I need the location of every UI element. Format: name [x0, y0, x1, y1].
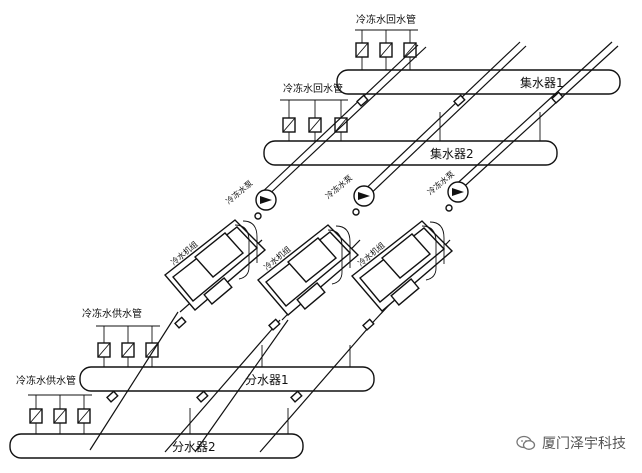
- pump-2: 冷冻水泵: [323, 173, 375, 216]
- valve-group-supply-low: 冷冻水供水管: [16, 374, 92, 434]
- supply-header-1-label: 分水器1: [245, 373, 289, 387]
- label-supply-pipe-low: 冷冻水供水管: [16, 374, 76, 387]
- pump-2-label: 冷冻水泵: [323, 173, 354, 201]
- supply-header-1: 分水器1: [79, 366, 375, 392]
- supply-header-2: 分水器2: [9, 433, 304, 459]
- supply-header-2-label: 分水器2: [172, 440, 216, 454]
- wechat-icon: [516, 435, 536, 451]
- pump-1-label: 冷冻水泵: [224, 178, 255, 206]
- watermark: 厦门泽宇科技: [516, 433, 626, 453]
- valve-group-return-mid: 冷冻水回水管: [280, 82, 348, 141]
- return-header-1-label: 集水器1: [520, 75, 564, 90]
- return-pipes: [257, 41, 619, 201]
- label-return-pipe-top: 冷冻水回水管: [356, 13, 416, 26]
- chiller-3: 冷水机组: [350, 220, 454, 312]
- pipe-fittings: [106, 91, 564, 403]
- valve-group-supply-mid: 冷冻水供水管: [82, 307, 160, 367]
- return-header-2: 集水器2: [263, 140, 558, 166]
- chiller-1: 冷水机组: [163, 219, 267, 311]
- return-header-2-label: 集水器2: [430, 146, 474, 161]
- pump-1: 冷冻水泵: [224, 178, 277, 220]
- label-return-pipe-mid: 冷冻水回水管: [283, 82, 343, 95]
- valve-group-return-top: 冷冻水回水管: [355, 13, 418, 70]
- label-supply-pipe-mid: 冷冻水供水管: [82, 307, 142, 320]
- watermark-text: 厦门泽宇科技: [542, 436, 626, 452]
- pump-3: 冷冻水泵: [425, 169, 469, 212]
- chiller-2: 冷水机组: [256, 224, 360, 316]
